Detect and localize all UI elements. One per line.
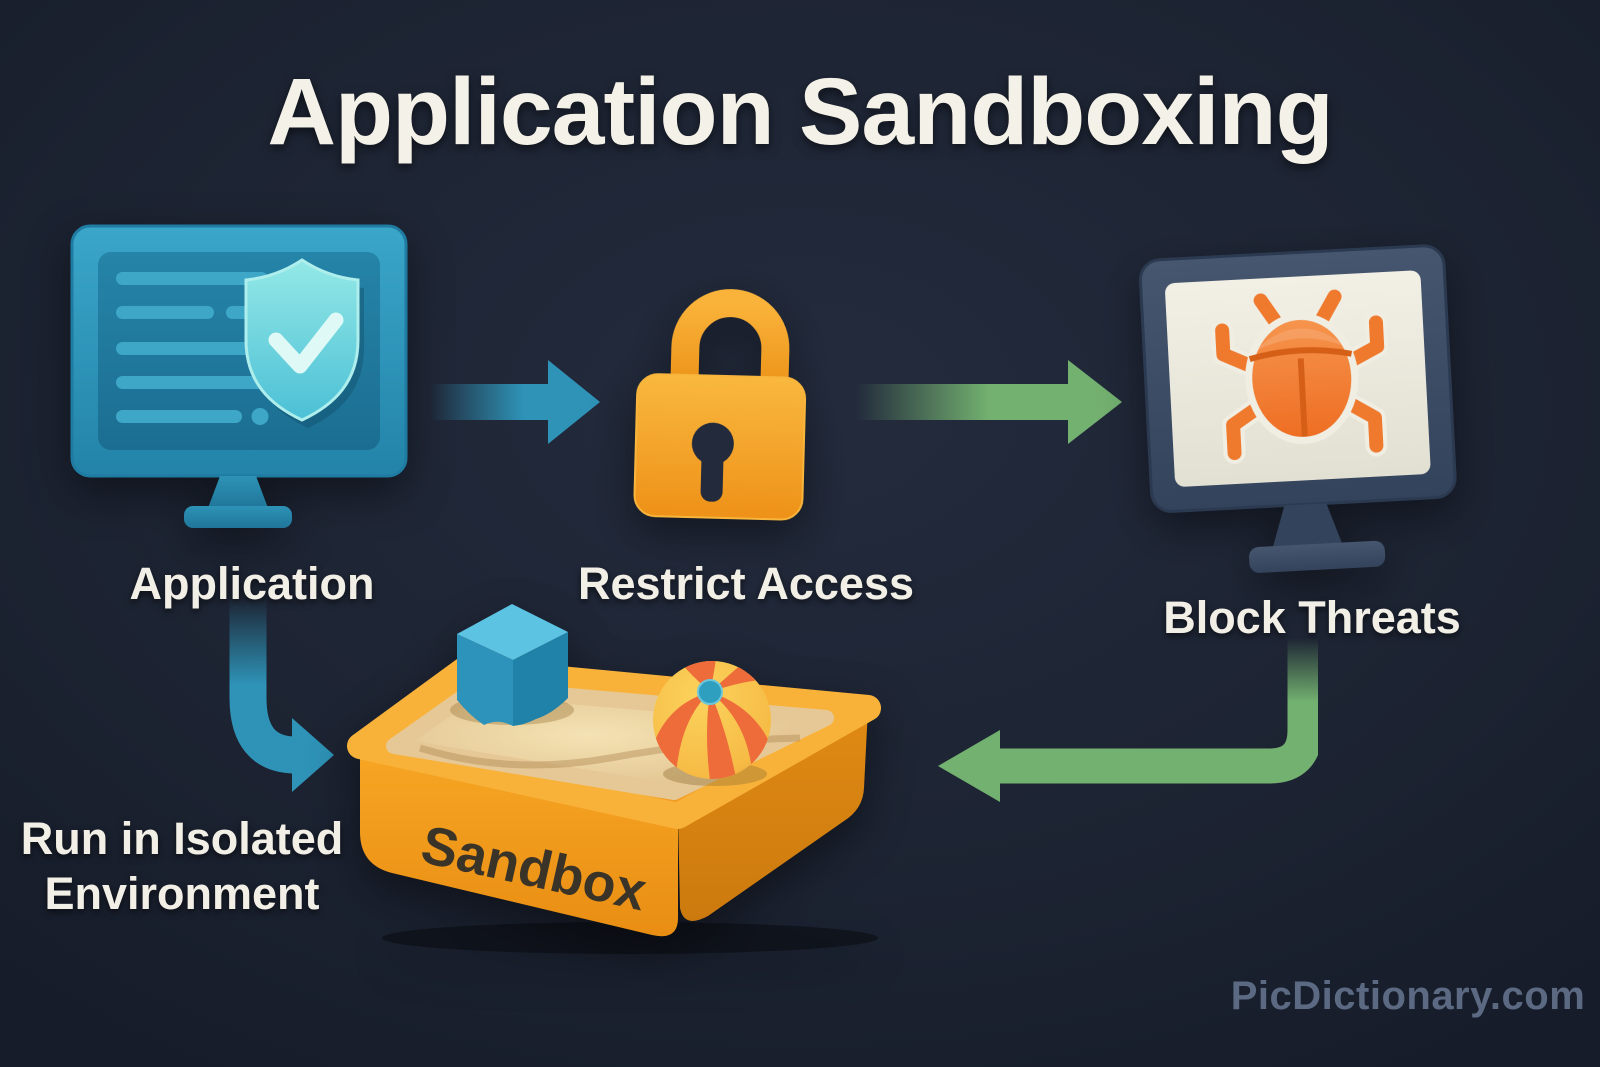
- monitor-bug-icon: [1138, 244, 1457, 573]
- isolated-line2: Environment: [44, 867, 320, 919]
- restrict-access-label: Restrict Access: [577, 558, 915, 609]
- shield-check-icon: [244, 258, 364, 428]
- sandbox-icon: Sandbox: [347, 604, 881, 954]
- app-text-lines: [116, 272, 272, 425]
- page-title: Application Sandboxing: [267, 59, 1333, 165]
- flow-arrow-down-blue-icon: [229, 598, 334, 792]
- padlock-icon: [633, 289, 807, 521]
- beach-ball-icon: [653, 661, 771, 779]
- keyhole: [691, 422, 734, 502]
- isolated-environment-label: Run in Isolated Environment: [0, 812, 392, 922]
- flow-arrow-right-green-icon: [856, 360, 1122, 444]
- bug-icon: [1211, 285, 1389, 465]
- flow-arrow-right-blue-icon: [430, 360, 600, 444]
- watermark: PicDictionary.com: [1230, 974, 1586, 1018]
- flow-arrow-return-green-icon: [938, 638, 1318, 802]
- toy-cube-icon: [457, 604, 568, 726]
- block-threats-label: Block Threats: [1163, 592, 1461, 643]
- monitor-shield-icon: [70, 224, 408, 528]
- isolated-line1: Run in Isolated: [20, 813, 344, 864]
